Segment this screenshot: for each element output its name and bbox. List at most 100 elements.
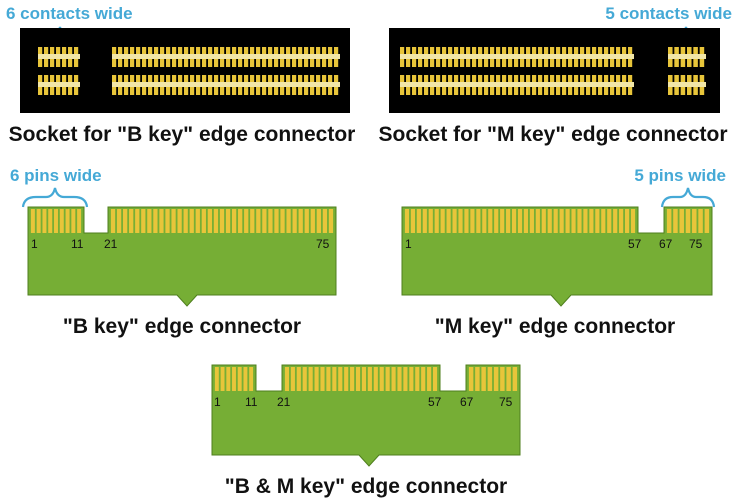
connector-b-pin (65, 209, 70, 233)
connector-bm-pin (367, 367, 372, 391)
connector-b-pin (141, 209, 146, 233)
connector-m-pin (613, 209, 618, 233)
connector-b-pin (177, 209, 182, 233)
connector-b-pin (135, 209, 140, 233)
connector-b-pin (219, 209, 225, 233)
connector-m-pin (704, 209, 710, 233)
connector-m-pin (559, 209, 564, 233)
socket-m-title: Socket for "M key" edge connector (378, 123, 727, 146)
connector-b-pin (48, 209, 53, 233)
connector-bm-pin (427, 367, 432, 391)
connector-bm-pin (493, 367, 499, 391)
connector-bm-pin (415, 367, 420, 391)
connector-b-pin (183, 209, 188, 233)
connector-m-annotation: 5 pins wide (634, 166, 726, 185)
socket-m-contact-pad (668, 82, 706, 87)
connector-bm-pin (421, 367, 426, 391)
connector-m-pin (416, 209, 421, 233)
connector-bm-pin-label-75: 75 (499, 395, 513, 409)
connector-m-pin (428, 209, 433, 233)
connector-m-pin (571, 209, 576, 233)
connector-m-bracket (660, 187, 716, 208)
connector-m-pin (666, 209, 672, 233)
connector-b-pin (189, 209, 194, 233)
connector-b-key: 6 pins wide 1 11 21 75 "B key" edge conn… (10, 166, 337, 338)
connector-b-pin (262, 209, 267, 233)
connector-bm-pin (338, 367, 343, 391)
connector-m-pin (410, 209, 415, 233)
connector-m-pin (583, 209, 588, 233)
connector-m-pin (619, 209, 624, 233)
socket-b-key: 6 contacts wide Socket for "B key" edge … (6, 4, 355, 146)
connector-bm-pin (332, 367, 337, 391)
connector-bm-pin (284, 367, 290, 391)
connector-m-pin (553, 209, 558, 233)
connector-bm-pin (214, 367, 219, 391)
connector-bm-pin (243, 367, 248, 391)
connector-b-pin (250, 209, 255, 233)
connector-m-pin-label-75: 75 (689, 237, 703, 251)
connector-m-pin-label-57: 57 (628, 237, 642, 251)
connector-b-pin (110, 209, 116, 233)
socket-b-title: Socket for "B key" edge connector (9, 123, 356, 146)
connector-m-pins (404, 209, 710, 233)
connector-b-pin (225, 209, 231, 233)
connector-b-pin (304, 209, 309, 233)
connector-b-pin (59, 209, 64, 233)
connector-bm-pin-label-21: 21 (277, 395, 291, 409)
connector-m-pin-label-67: 67 (659, 237, 673, 251)
connector-bm-title: "B & M key" edge connector (225, 475, 507, 498)
connector-m-pin (565, 209, 570, 233)
socket-m-contacts (400, 47, 706, 95)
connector-bm-pin-label-67: 67 (460, 395, 474, 409)
connector-b-pin (207, 209, 213, 233)
connector-bm-pin-label-1: 1 (214, 395, 221, 409)
socket-m-key: 5 contacts wide Socket for "M key" edge … (378, 4, 732, 146)
connector-b-pin (165, 209, 170, 233)
socket-b-contact-pad (112, 54, 340, 59)
connector-bm-pin (226, 367, 231, 391)
connector-b-pin (30, 209, 35, 233)
socket-b-annotation: 6 contacts wide (6, 4, 133, 23)
socket-b-contact-pad (112, 82, 340, 87)
connector-b-pin (71, 209, 76, 233)
connector-b-pin (286, 209, 291, 233)
connector-m-pin (692, 209, 697, 233)
connector-m-pin (577, 209, 582, 233)
connector-b-pin (268, 209, 273, 233)
connector-bm-pin (308, 367, 313, 391)
connector-b-pin-label-11: 11 (71, 237, 84, 251)
connector-bm-pin (361, 367, 367, 391)
connector-bm-pin (355, 367, 361, 391)
connector-m-pin (517, 209, 523, 233)
connector-m-pin (595, 209, 600, 233)
connector-m-title: "M key" edge connector (435, 315, 675, 338)
connector-m-pin (607, 209, 612, 233)
connector-bm-pin (468, 367, 474, 391)
connector-m-pin (511, 209, 517, 233)
socket-m-contact-pad (668, 54, 706, 59)
connector-bm-pin (487, 367, 493, 391)
connector-bm-pin (403, 367, 408, 391)
connector-m-pin (452, 209, 457, 233)
connector-m-pin (434, 209, 439, 233)
connector-m-pin-label-1: 1 (405, 237, 412, 251)
connector-bm-pin (512, 367, 518, 391)
connector-b-pin (77, 209, 82, 233)
connector-m-pin (679, 209, 684, 233)
connector-bm-pin (432, 367, 438, 391)
connector-bm-pin (296, 367, 301, 391)
connector-bm-pin (232, 367, 236, 391)
connector-bm-pin (290, 367, 295, 391)
connector-m-pin (523, 209, 529, 233)
connector-bm-pin (373, 367, 378, 391)
connector-b-pin (328, 209, 334, 233)
connector-m-pin (541, 209, 546, 233)
connector-bm-pin (397, 367, 402, 391)
connector-m-pin (547, 209, 552, 233)
connector-b-pin (213, 209, 219, 233)
connector-m-pin (482, 209, 487, 233)
connector-b-pin (280, 209, 285, 233)
connector-bm-pins (214, 367, 518, 391)
connector-bm-pin (320, 367, 325, 391)
